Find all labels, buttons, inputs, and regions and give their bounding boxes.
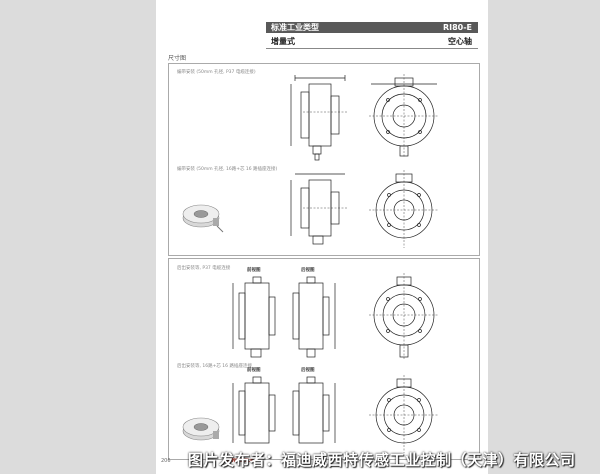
model-title: RI80-E: [442, 23, 472, 32]
caption-3: 后出安装等, P37 电缆连接: [177, 266, 231, 271]
brand-logo: HENGSTLER: [224, 458, 258, 464]
drawing-panel-top: 编带安装 (50mm 孔径, P37 电缆连接) 编带安装 (50mm 孔径, …: [168, 63, 480, 256]
encoder-type: 增量式: [271, 37, 295, 46]
page-number: 206: [161, 458, 171, 464]
watermark: 图片发布者：福迪威西特传感工业控制（天津）有限公司: [188, 451, 576, 469]
view-label: 后视图: [301, 368, 315, 373]
front-view-drawing: [369, 375, 439, 453]
drawing-panel-bottom: 后出安装等, P37 电缆连接 后出安装等, 16路+芯 16 路插座连接 前视…: [168, 258, 480, 460]
catalog-page: 标准工业类型 RI80-E 增量式 空心轴 尺寸图 编带安装 (50mm 孔径,…: [156, 0, 488, 474]
front-view-drawing: [369, 170, 439, 248]
view-label: 前视图: [247, 268, 261, 273]
section-label: 尺寸图: [168, 55, 187, 62]
caption-1: 编带安装 (50mm 孔径, P37 电缆连接): [177, 70, 256, 75]
side-view-drawing: [292, 276, 336, 358]
view-label: 前视图: [247, 368, 261, 373]
side-view-drawing: [290, 75, 347, 161]
header-bar: 标准工业类型 RI80-E: [266, 22, 478, 33]
side-view-drawing: [232, 376, 276, 444]
front-view-drawing: [369, 74, 439, 158]
category-title: 标准工业类型: [271, 23, 319, 32]
front-view-drawing: [369, 273, 439, 359]
encoder-photo: [182, 204, 224, 233]
encoder-photo: [182, 417, 220, 441]
view-label: 后视图: [301, 268, 315, 273]
caption-4: 后出安装等, 16路+芯 16 路插座连接: [177, 364, 252, 369]
subheader: 增量式 空心轴: [266, 36, 478, 49]
shaft-type: 空心轴: [448, 37, 472, 46]
side-view-drawing: [292, 376, 336, 444]
caption-2: 编带安装 (50mm 孔径, 16路+芯 16 路插座连接): [177, 167, 278, 172]
side-view-drawing: [290, 173, 347, 245]
side-view-drawing: [232, 276, 276, 358]
